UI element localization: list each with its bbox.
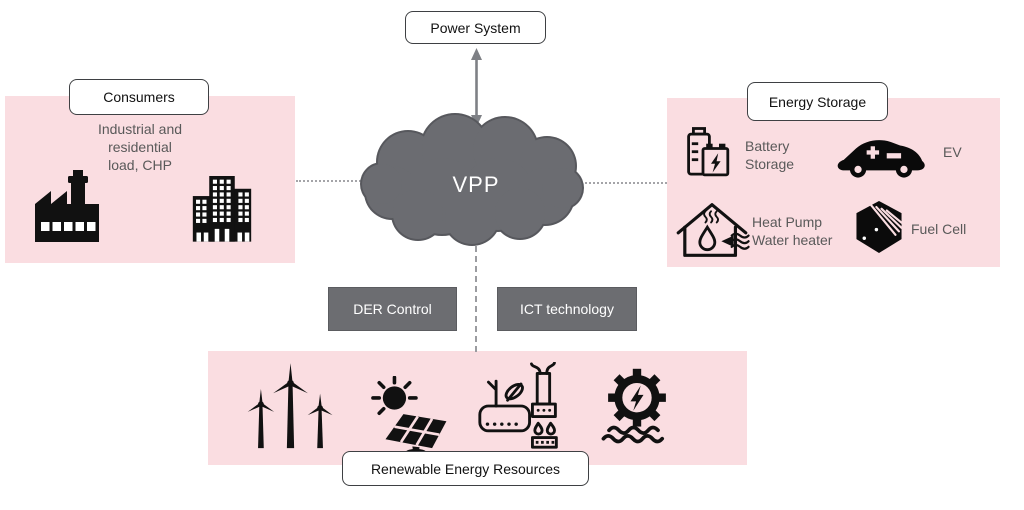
battery-storage-icon	[687, 127, 730, 177]
renewables-box: Renewable Energy Resources	[342, 451, 589, 486]
connector-consumers-vpp	[296, 180, 368, 182]
heat-pump-item-label: Heat Pump Water heater	[752, 214, 833, 248]
connector-vpp-renewables	[475, 246, 477, 352]
hydro-power-icon	[601, 368, 666, 444]
der-control-box: DER Control	[328, 287, 457, 331]
factory-icon	[35, 170, 99, 242]
city-buildings-icon	[192, 176, 252, 242]
fuel-cell-icon	[856, 201, 903, 253]
power-arrow-icon	[471, 48, 482, 127]
power-system-box: Power System	[405, 11, 546, 44]
energy-storage-box: Energy Storage	[747, 82, 888, 121]
fuel-cell-item-label: Fuel Cell	[911, 221, 967, 237]
consumers-description: Industrial and residential load, CHP	[97, 121, 183, 173]
biomass-plant-icon	[478, 362, 558, 449]
heat-pump-icon	[676, 203, 750, 257]
wind-turbines-icon	[247, 363, 333, 449]
consumers-box: Consumers	[69, 79, 209, 115]
ict-technology-box: ICT technology	[497, 287, 637, 331]
ict-technology-label: ICT technology	[520, 301, 614, 317]
ev-item-label: EV	[943, 144, 962, 160]
vpp-cloud-label: VPP	[452, 172, 500, 197]
power-system-label: Power System	[430, 19, 521, 36]
solar-panel-icon	[371, 376, 447, 454]
connector-vpp-storage	[585, 182, 667, 184]
energy-storage-label: Energy Storage	[768, 93, 867, 110]
consumers-label: Consumers	[103, 89, 175, 105]
electric-car-icon	[837, 140, 925, 178]
energy-storage-panel	[667, 98, 1000, 267]
renewables-label: Renewable Energy Resources	[370, 460, 561, 477]
renewables-panel	[208, 351, 747, 465]
der-control-label: DER Control	[353, 301, 432, 317]
battery-storage-item-label: Battery Storage	[745, 138, 795, 172]
